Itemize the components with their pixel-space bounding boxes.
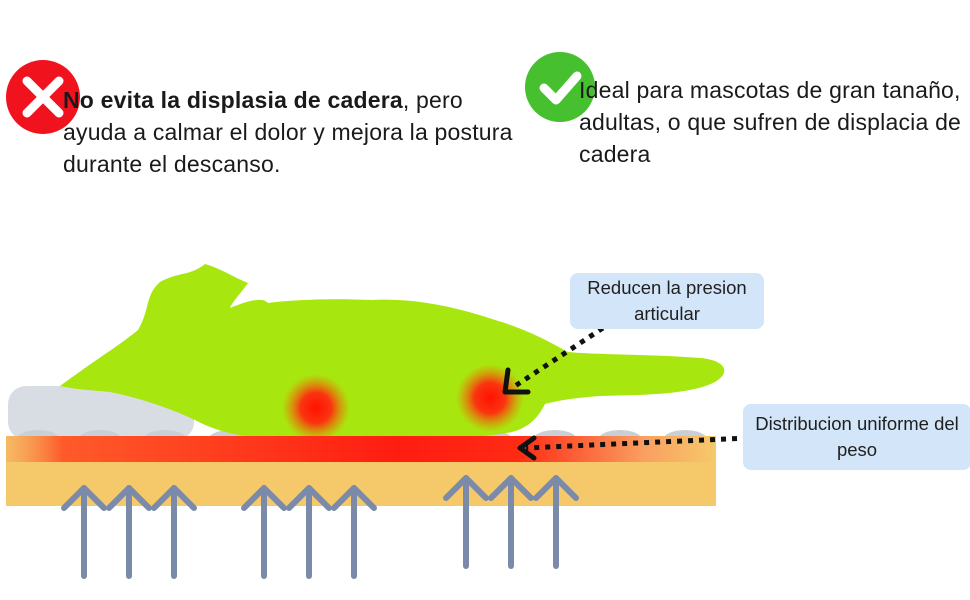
arrow-up-icon	[331, 485, 377, 579]
arrow-up-icon	[106, 485, 152, 579]
arrow-up-icon	[533, 475, 579, 569]
limitation-note: No evita la displasia de cadera, pero ay…	[63, 84, 523, 180]
arrow-up-icon	[286, 485, 332, 579]
limitation-note-bold: No evita la displasia de cadera	[63, 87, 403, 113]
dog-silhouette	[60, 264, 725, 440]
pointer-arrow-pressure	[502, 319, 614, 395]
check-icon	[525, 52, 595, 122]
pressure-point-hip	[456, 364, 524, 432]
callout-weight-distribution: Distribucion uniforme del peso	[743, 404, 970, 470]
pointer-arrow-weight	[517, 435, 749, 461]
arrow-up-icon	[61, 485, 107, 579]
callout-joint-pressure: Reducen la presion articular	[570, 273, 764, 329]
pressure-point-shoulder	[282, 374, 350, 442]
arrow-up-icon	[241, 485, 287, 579]
pressure-distribution-bar	[6, 436, 716, 462]
limitation-note-rest: , pero ayuda a calmar el dolor y mejora …	[63, 87, 513, 177]
suitability-note: Ideal para mascotas de gran tanaño, adul…	[579, 77, 962, 167]
arrow-up-icon	[443, 475, 489, 569]
cross-icon	[6, 60, 80, 134]
support-arrows	[61, 475, 579, 579]
arrow-up-icon	[151, 485, 197, 579]
arrow-up-icon	[488, 475, 534, 569]
